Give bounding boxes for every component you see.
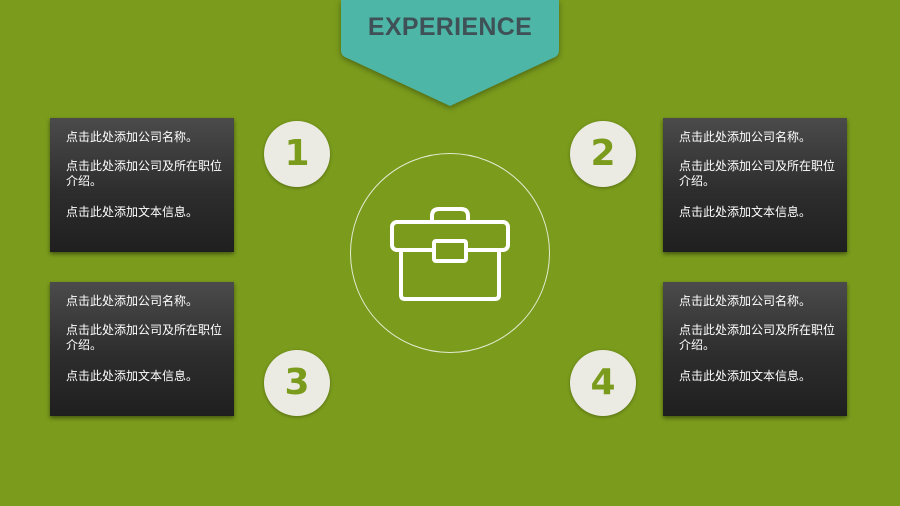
company-name-text[interactable]: 点击此处添加公司名称。 (679, 294, 812, 308)
title-banner: EXPERIENCE (341, 0, 559, 108)
company-description-text[interactable]: 点击此处添加公司及所在职位介绍。 (679, 159, 836, 188)
company-name-text[interactable]: 点击此处添加公司名称。 (679, 130, 812, 144)
banner-shape (341, 0, 559, 106)
experience-card-2[interactable]: 点击此处添加公司名称。 点击此处添加公司及所在职位介绍。 点击此处添加文本信息。 (663, 118, 847, 252)
company-name-text[interactable]: 点击此处添加公司名称。 (66, 130, 199, 144)
number-badge-3: 3 (264, 350, 330, 416)
experience-card-1[interactable]: 点击此处添加公司名称。 点击此处添加公司及所在职位介绍。 点击此处添加文本信息。 (50, 118, 234, 252)
company-description-text[interactable]: 点击此处添加公司及所在职位介绍。 (66, 159, 223, 188)
briefcase-icon (390, 207, 510, 301)
company-description-text[interactable]: 点击此处添加公司及所在职位介绍。 (66, 323, 223, 352)
number-badge-2: 2 (570, 121, 636, 187)
number-badge-4: 4 (570, 350, 636, 416)
company-name-text[interactable]: 点击此处添加公司名称。 (66, 294, 199, 308)
info-text[interactable]: 点击此处添加文本信息。 (66, 369, 199, 383)
page-title: EXPERIENCE (367, 13, 533, 41)
experience-card-3[interactable]: 点击此处添加公司名称。 点击此处添加公司及所在职位介绍。 点击此处添加文本信息。 (50, 282, 234, 416)
info-text[interactable]: 点击此处添加文本信息。 (679, 369, 812, 383)
number-badge-1: 1 (264, 121, 330, 187)
company-description-text[interactable]: 点击此处添加公司及所在职位介绍。 (679, 323, 836, 352)
center-circle (350, 153, 550, 353)
info-text[interactable]: 点击此处添加文本信息。 (679, 205, 812, 219)
info-text[interactable]: 点击此处添加文本信息。 (66, 205, 199, 219)
experience-card-4[interactable]: 点击此处添加公司名称。 点击此处添加公司及所在职位介绍。 点击此处添加文本信息。 (663, 282, 847, 416)
